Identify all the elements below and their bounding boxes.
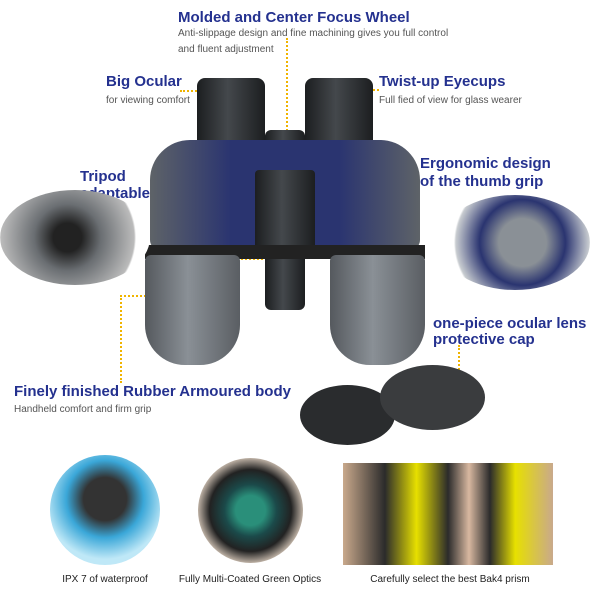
left-eyecup xyxy=(197,78,265,150)
bak4-prism-image xyxy=(343,463,553,565)
cap-left xyxy=(300,385,395,445)
binocular-image xyxy=(140,70,440,380)
eyecups-desc: Full fied of view for glass wearer xyxy=(379,95,522,106)
leader-line xyxy=(458,345,460,385)
big-ocular-desc: for viewing comfort xyxy=(106,95,190,106)
cap-right xyxy=(380,365,485,430)
waterproof-image xyxy=(50,455,160,565)
tripod-adapter-inset xyxy=(0,190,150,285)
thumb-grip-title-1: Ergonomic design xyxy=(420,155,551,172)
right-eyecup xyxy=(305,78,373,150)
thumb-grip-inset xyxy=(440,195,590,290)
lens-cap-title-1: one-piece ocular lens xyxy=(433,315,587,332)
caption-waterproof: IPX 7 of waterproof xyxy=(62,574,148,585)
right-barrel xyxy=(330,255,425,365)
focus-wheel-desc-2: and fluent adjustment xyxy=(178,44,274,55)
bridge xyxy=(255,170,315,250)
leader-line xyxy=(120,295,122,383)
leader-line xyxy=(286,38,288,198)
focus-wheel-title: Molded and Center Focus Wheel xyxy=(178,9,410,26)
focus-wheel-desc-1: Anti-slippage design and fine machining … xyxy=(178,28,449,39)
eyecups-title: Twist-up Eyecups xyxy=(379,73,506,90)
green-optics-image xyxy=(198,458,303,563)
caption-bak4-prism: Carefully select the best Bak4 prism xyxy=(370,574,530,585)
leader-line xyxy=(120,295,150,297)
lens-cap-title-2: protective cap xyxy=(433,331,535,348)
lens-cap-image xyxy=(300,365,490,445)
caption-green-optics: Fully Multi-Coated Green Optics xyxy=(178,574,322,585)
body-title: Finely finished Rubber Armoured body xyxy=(14,383,291,400)
left-barrel xyxy=(145,255,240,365)
body-desc: Handheld comfort and firm grip xyxy=(14,404,152,415)
big-ocular-title: Big Ocular xyxy=(106,73,182,90)
thumb-grip-title-2: of the thumb grip xyxy=(420,173,544,190)
tripod-title-1: Tripod xyxy=(80,168,126,185)
